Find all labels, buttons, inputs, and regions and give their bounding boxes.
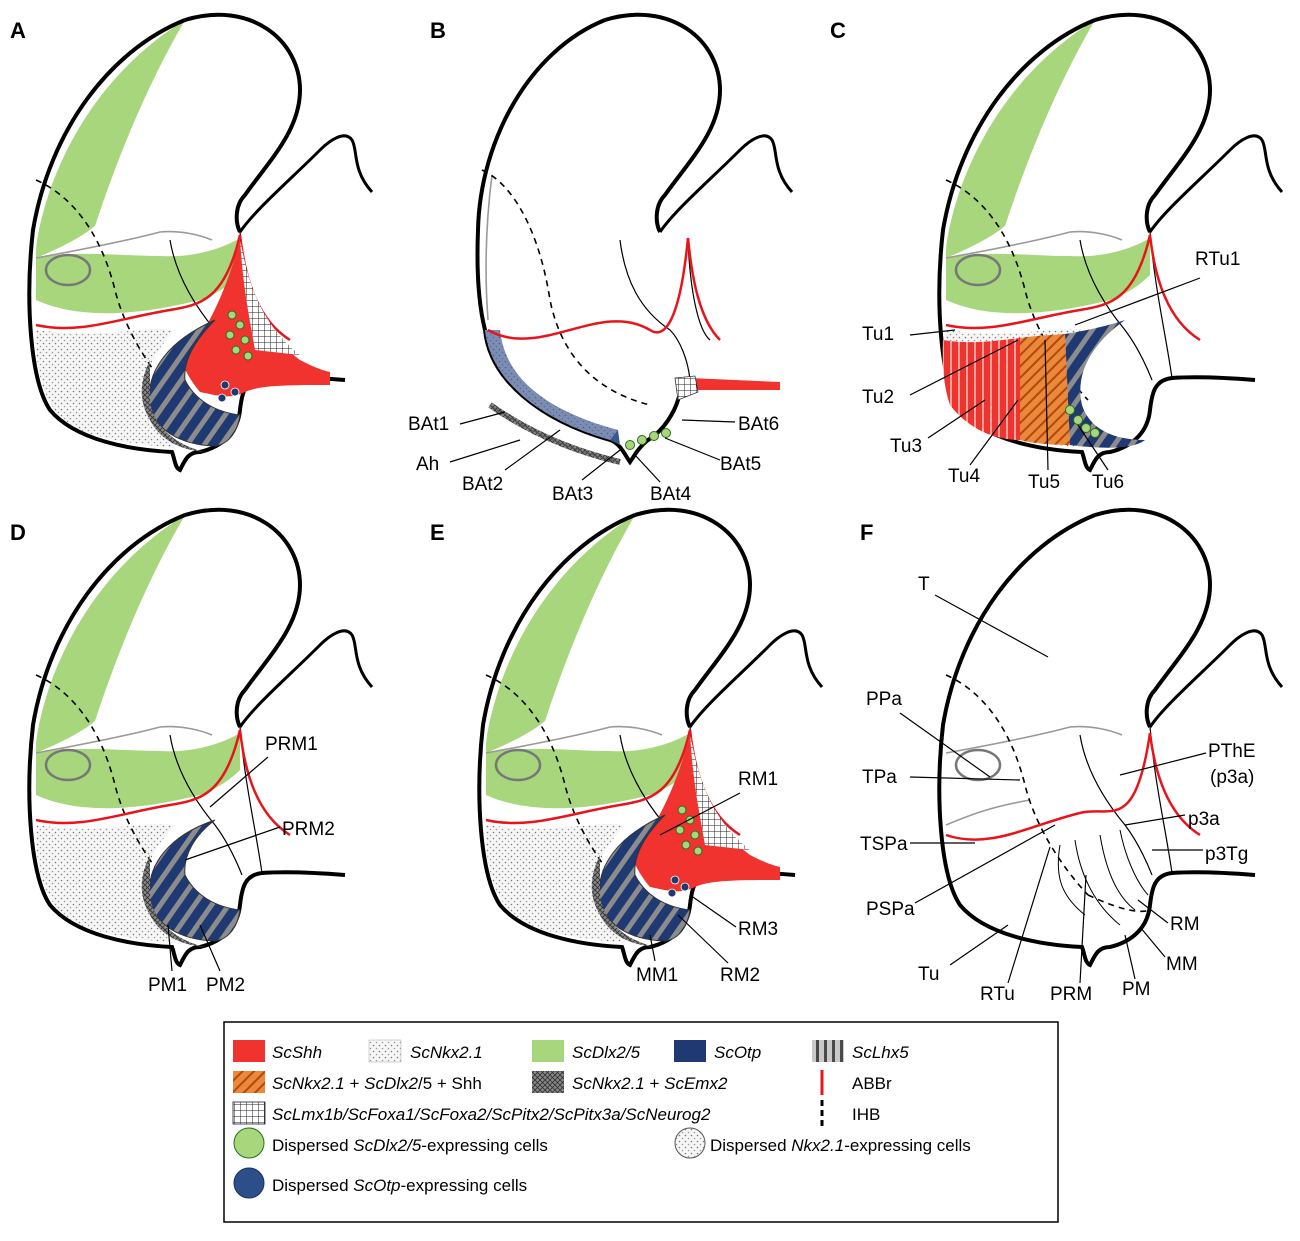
panel-letter: A [10, 18, 26, 43]
legend-abbr: ABBr [852, 1074, 892, 1093]
swatch-green-circle [233, 1127, 265, 1159]
label-pm2: PM2 [206, 975, 245, 996]
label-pthe: PThE [1208, 741, 1256, 762]
label-tspa: TSPa [860, 834, 908, 855]
label-tu5: Tu5 [1028, 472, 1060, 493]
swatch-shh [233, 1040, 265, 1062]
legend: ScShh ScNkx2.1 ScDlx2/5 ScOtp ScLhx5 ScN… [223, 1021, 1059, 1223]
panel-c-labels: RTu1 Tu1 Tu2 Tu3 Tu4 Tu5 Tu6 [862, 249, 1240, 493]
navy-dots [217, 380, 240, 403]
swatch-combo1 [233, 1071, 265, 1093]
label-p3tg: p3Tg [1205, 844, 1248, 865]
label-tu2: Tu2 [862, 387, 894, 408]
legend-combo1: ScNkx2.1 + ScDlx2/5 + Shh [272, 1074, 482, 1093]
label-mm1: MM1 [636, 965, 678, 986]
panel-d-labels: PRM1 PRM2 PM1 PM2 [148, 734, 335, 996]
label-prm: PRM [1050, 984, 1092, 1005]
panel-letter: F [860, 520, 873, 545]
label-tu4: Tu4 [948, 466, 980, 487]
label-rtu1: RTu1 [1195, 249, 1240, 270]
label-pspa: PSPa [866, 899, 915, 920]
panel-letter: D [10, 520, 26, 545]
label-rm3: RM3 [738, 919, 778, 940]
label-bat1: BAt1 [408, 414, 449, 435]
panel-letter: C [830, 18, 846, 43]
panel-a: A [10, 12, 374, 473]
swatch-lhx5 [812, 1040, 844, 1062]
label-bat2: BAt2 [462, 474, 503, 495]
label-bat4: BAt4 [650, 484, 692, 505]
label-tu1: Tu1 [862, 324, 894, 345]
panel-d: D PRM1 PRM2 PM1 PM2 [10, 507, 374, 996]
panel-e: E RM1 RM3 RM2 MM1 [430, 507, 824, 986]
tu-red [942, 338, 1020, 440]
green-dots [225, 310, 253, 361]
swatch-combo2 [532, 1071, 564, 1093]
label-pthe-p3a: (p3a) [1210, 767, 1254, 788]
legend-shh: ScShh [272, 1043, 322, 1062]
panel-c: C RTu1 Tu1 Tu2 Tu3 Tu4 Tu5 Tu6 [830, 12, 1284, 493]
swatch-nkx21 [368, 1039, 402, 1063]
legend-otp-dots: Dispersed ScOtp-expressing cells [272, 1176, 527, 1195]
panel-b-labels: BAt1 Ah BAt2 BAt3 BAt4 BAt5 BAt6 [408, 411, 779, 505]
panel-letter: B [430, 18, 446, 43]
legend-lhx5: ScLhx5 [852, 1043, 909, 1062]
panel-e-labels: RM1 RM3 RM2 MM1 [636, 769, 778, 986]
panel-f: F T PPa TPa PThE (p3a) p3a TSPa p3Tg [860, 507, 1284, 1005]
otp-crescent [148, 319, 241, 447]
swatch-otp [674, 1040, 706, 1062]
label-prm1: PRM1 [265, 734, 318, 755]
label-ah: Ah [416, 454, 439, 475]
label-p3a: p3a [1188, 809, 1220, 830]
panel-b: B BAt1 Ah BAt2 [408, 12, 794, 505]
label-tpa: TPa [862, 767, 897, 788]
swatch-navy-circle [233, 1167, 265, 1199]
legend-ihb: IHB [852, 1105, 880, 1124]
label-pm: PM [1122, 979, 1151, 1000]
legend-green-dots: Dispersed ScDlx2/5-expressing cells [272, 1136, 548, 1155]
label-bat5: BAt5 [720, 454, 761, 475]
legend-otp: ScOtp [714, 1043, 761, 1062]
label-mm: MM [1166, 954, 1198, 975]
label-tu: Tu [918, 964, 939, 985]
label-tu3: Tu3 [890, 436, 922, 457]
grid-region [240, 238, 300, 355]
tu-otp [1065, 320, 1145, 448]
legend-grid: ScLmx1b/ScFoxa1/ScFoxa2/ScPitx2/ScPitx3a… [272, 1105, 711, 1124]
label-bat6: BAt6 [738, 414, 779, 435]
label-pm1: PM1 [148, 975, 187, 996]
swatch-dotted-circle [674, 1127, 706, 1159]
panel-f-labels: T PPa TPa PThE (p3a) p3a TSPa p3Tg PSPa … [860, 574, 1256, 1005]
swatch-grid [232, 1101, 266, 1125]
label-ppa: PPa [866, 689, 902, 710]
label-rtu: RTu [980, 984, 1015, 1005]
panel-letter: E [430, 520, 445, 545]
legend-nkx-dots: Dispersed Nkx2.1-expressing cells [710, 1136, 971, 1155]
label-bat3: BAt3 [552, 484, 593, 505]
label-rm2: RM2 [720, 965, 760, 986]
label-tu6: Tu6 [1092, 472, 1124, 493]
label-rm: RM [1170, 914, 1200, 935]
label-prm2: PRM2 [282, 819, 335, 840]
legend-combo2: ScNkx2.1 + ScEmx2 [572, 1074, 728, 1093]
otp-crescent [148, 819, 241, 942]
label-t: T [918, 574, 930, 595]
legend-nkx21: ScNkx2.1 [410, 1043, 483, 1062]
emx-rim [141, 360, 205, 452]
tu-orange [1020, 334, 1070, 445]
swatch-dlx [532, 1040, 564, 1062]
label-rm1: RM1 [738, 769, 778, 790]
legend-dlx: ScDlx2/5 [572, 1043, 641, 1062]
